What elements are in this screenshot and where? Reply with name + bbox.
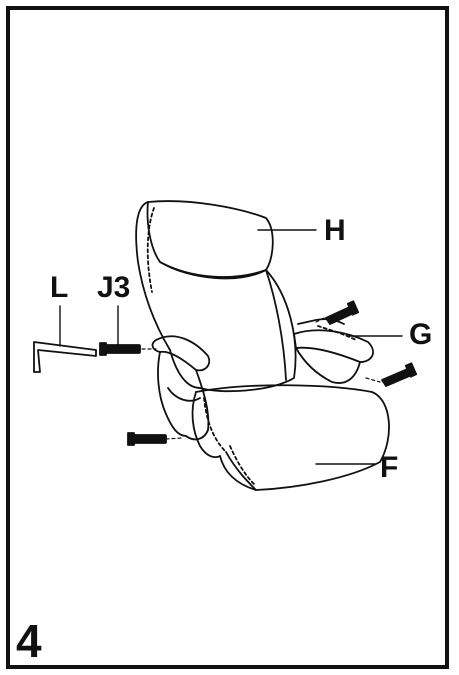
label-bolt: J3 [97, 271, 131, 304]
alignment-lines [141, 317, 381, 440]
label-seat: F [380, 451, 399, 484]
instruction-frame [6, 6, 449, 669]
seat-part [191, 384, 390, 491]
label-backrest: H [324, 214, 346, 247]
backrest-part [135, 200, 297, 393]
right-armrest [293, 318, 374, 384]
leader-lines [59, 229, 403, 465]
label-allen-key: L [50, 271, 69, 304]
step-number: 4 [16, 615, 42, 667]
allen-key-icon [33, 341, 97, 373]
bolt-icons [99, 300, 418, 446]
label-armrest: G [409, 318, 433, 351]
